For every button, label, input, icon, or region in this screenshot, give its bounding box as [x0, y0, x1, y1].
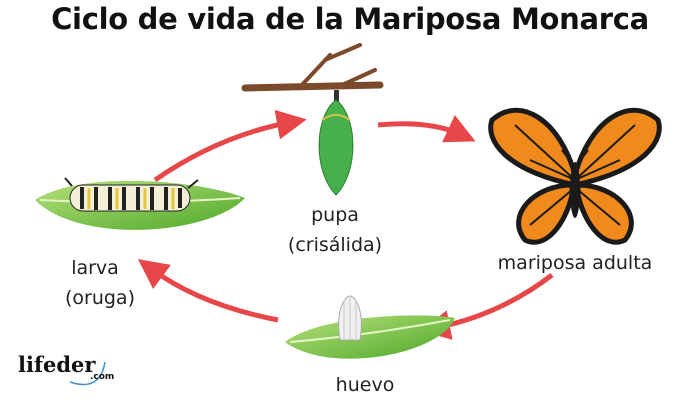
diagram-title: Ciclo de vida de la Mariposa Monarca — [51, 2, 649, 36]
logo-suffix: .com — [90, 372, 115, 382]
chrysalis — [318, 90, 354, 196]
butterfly — [488, 107, 662, 245]
caterpillar — [64, 177, 199, 212]
egg-label: huevo — [335, 374, 395, 396]
adult-label: mariposa adulta — [497, 252, 653, 274]
logo-name: lifeder — [18, 352, 96, 377]
pupa-detail-label: (crisálida) — [287, 234, 383, 256]
pupa-label: pupa — [311, 204, 359, 226]
larva-label: larva — [71, 257, 119, 279]
cycle-arrows — [137, 109, 554, 340]
egg-leaf — [285, 315, 455, 359]
logo-swoosh — [69, 361, 106, 386]
branch — [241, 43, 384, 92]
egg — [338, 295, 362, 341]
arrow-larva-to-pupa — [153, 109, 307, 183]
larva-detail-label: (oruga) — [64, 287, 135, 309]
lifeder-logo: lifeder .com — [18, 352, 114, 382]
arrow-pupa-to-adult — [377, 115, 476, 143]
arrow-egg-to-larva — [137, 259, 279, 323]
